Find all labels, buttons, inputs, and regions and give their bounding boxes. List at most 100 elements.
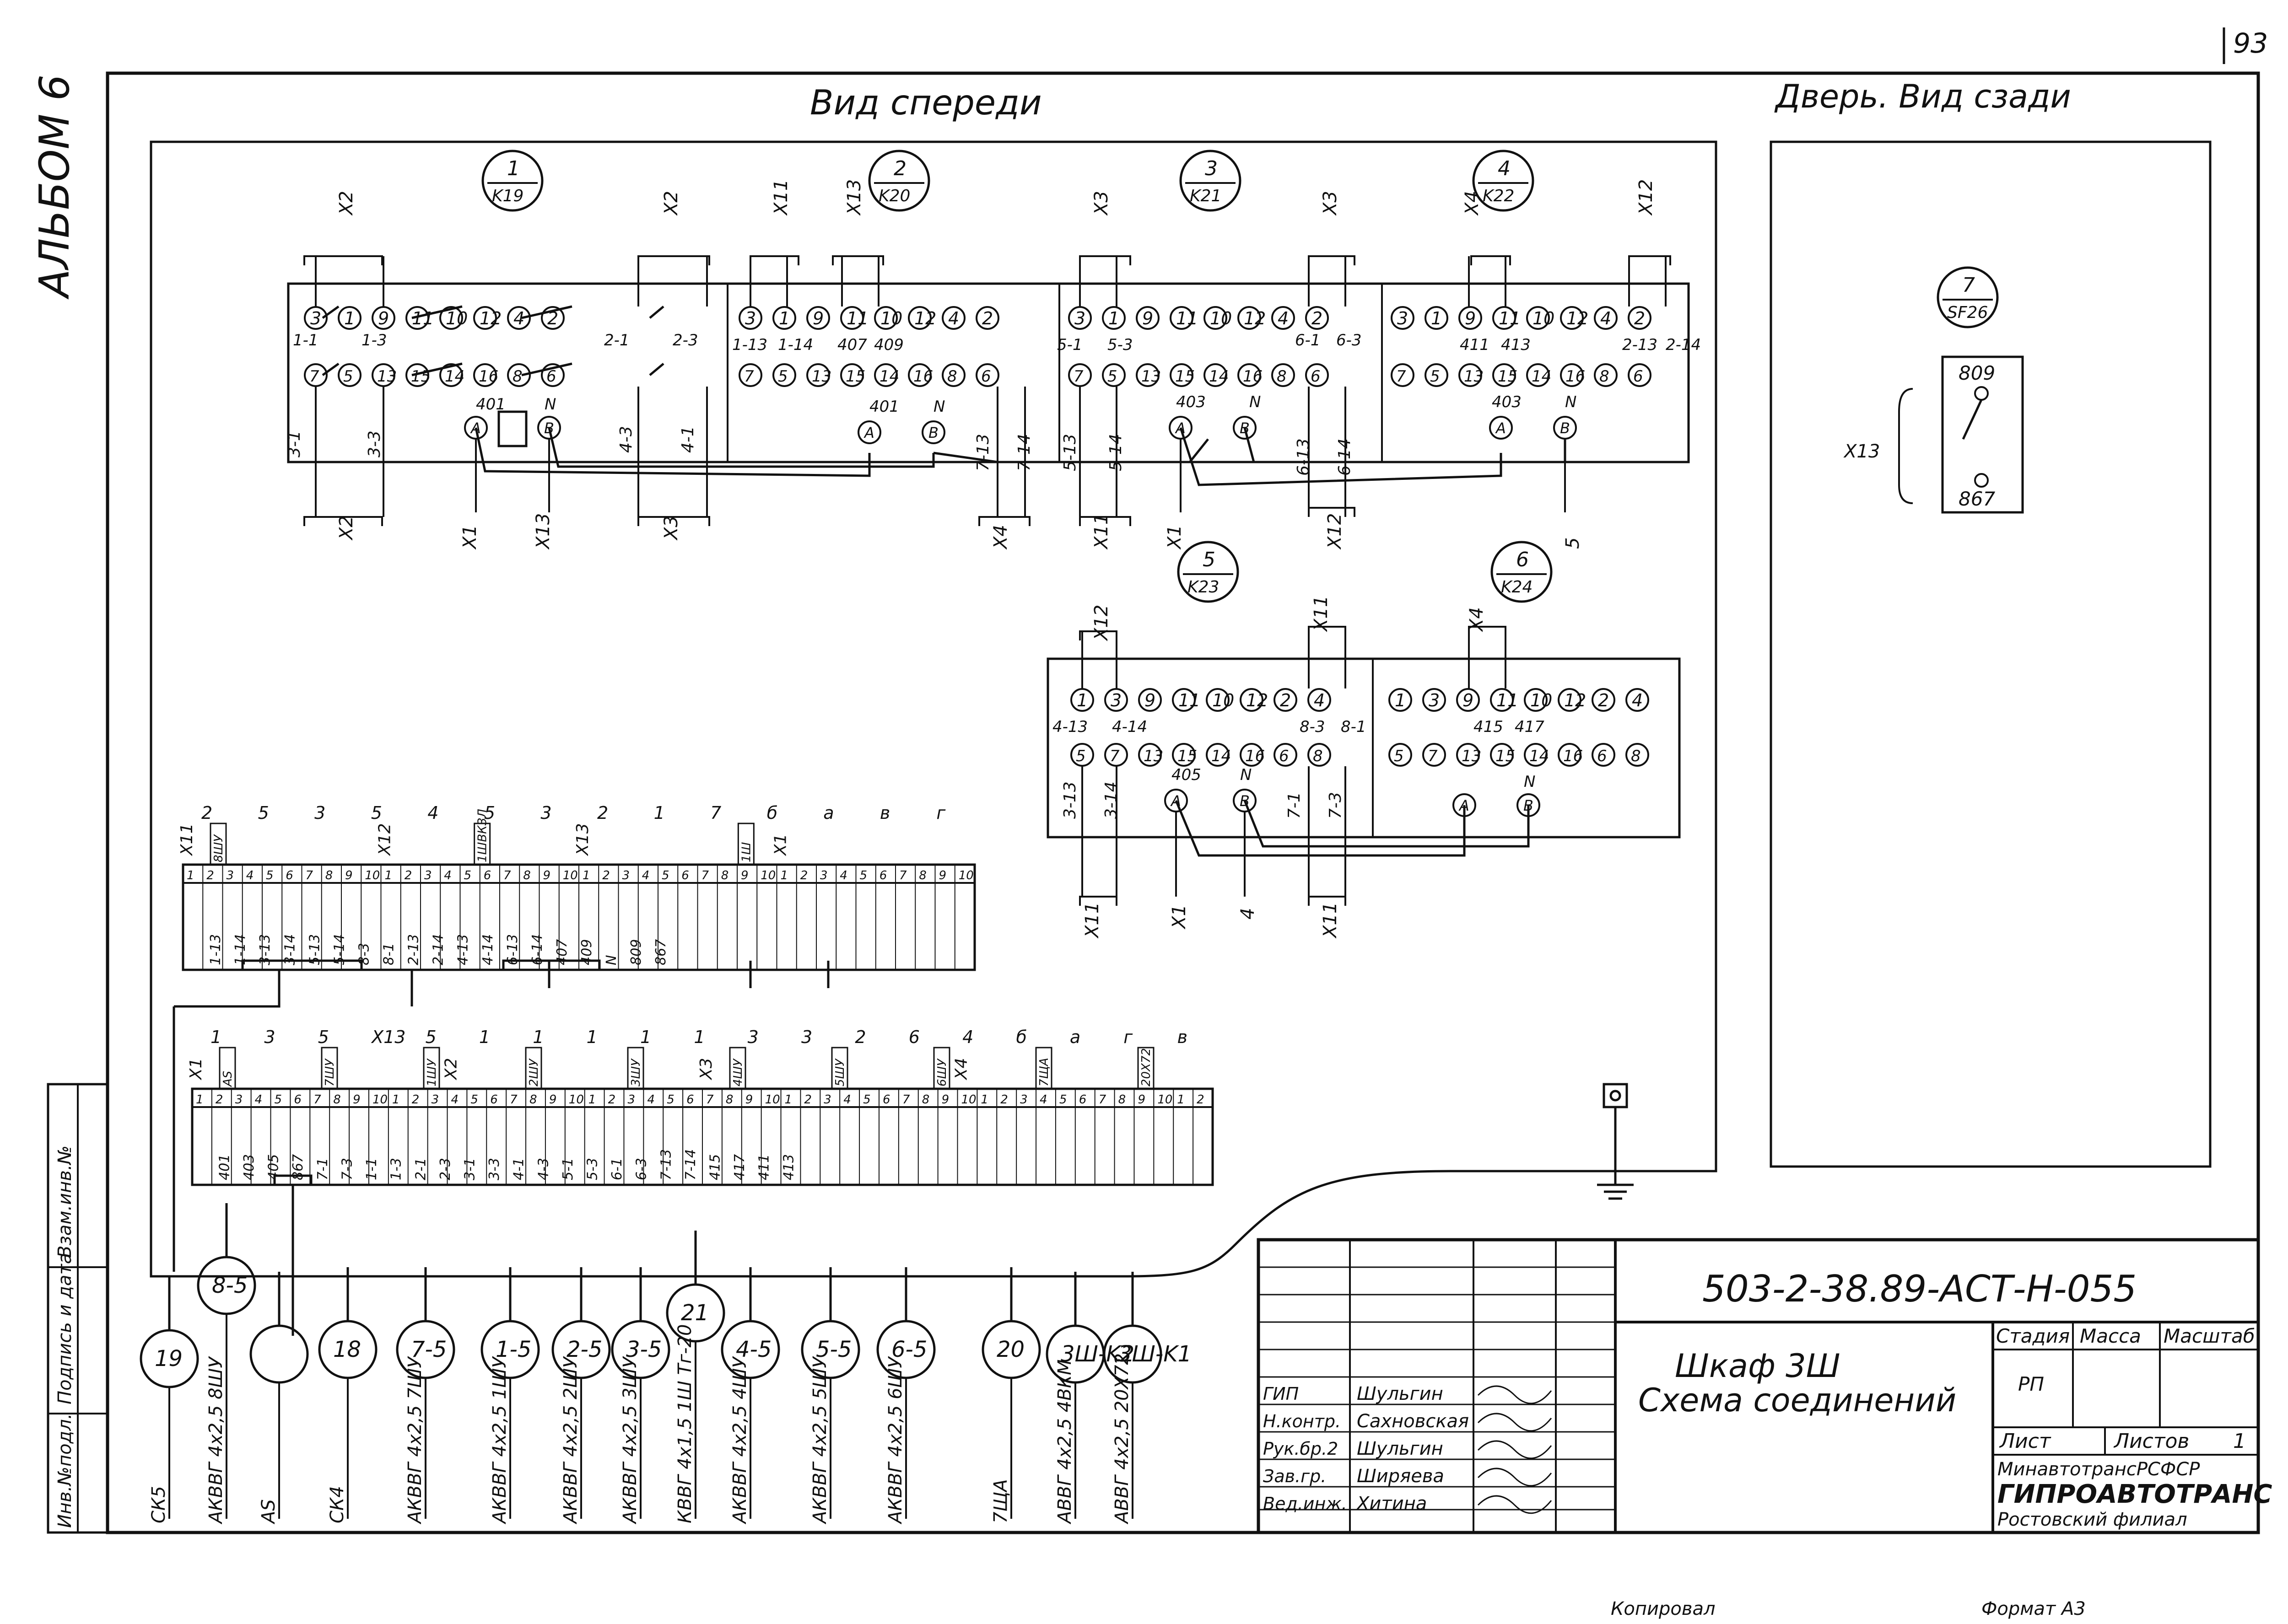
strip-tag-label: 2ШУ [527, 1058, 541, 1086]
strip-cell-number: 4 [451, 1093, 459, 1107]
coil-terminal-bottom [1233, 789, 1257, 812]
strip-cell-number: 3 [227, 869, 234, 882]
terminal-bottom-r1-label: 4 [1314, 690, 1325, 710]
strip-tag-label: 6ШУ [935, 1058, 949, 1086]
cable-label: 7ЩА [990, 1479, 1011, 1523]
strip-cell-number: 5 [667, 1093, 675, 1107]
strip-cable-mark: 1 [694, 1027, 705, 1047]
terminal-top-r2-label: 16 [479, 367, 498, 386]
terminal-top-r2 [1170, 363, 1193, 387]
terminal-top-r1 [874, 306, 898, 330]
terminal-bottom-r1-label: 1 [1395, 690, 1406, 710]
terminal-top-r1-label: 10 [1533, 308, 1554, 328]
strip-cell-number: 6 [286, 869, 293, 882]
terminal-top-r2-label: 5 [1430, 367, 1440, 386]
mass-header: Масса [2080, 1325, 2141, 1347]
strip-cell-number: 6 [1079, 1093, 1087, 1107]
wire-label-bottom: 417 [1515, 718, 1544, 736]
cable-label: АКВВГ 4х2,5 4ШУ [729, 1356, 750, 1525]
bus-label-bottom: X1 [1169, 904, 1190, 930]
terminal-top-r2-label: 15 [411, 367, 431, 386]
wire-label-bottom: N [1240, 766, 1252, 784]
strip-cable-mark: 3 [314, 803, 325, 823]
strip-wire-label: 413 [781, 1154, 797, 1180]
coil-terminal [1169, 416, 1193, 440]
strip-cell-number: 2 [216, 1093, 223, 1107]
strip-cell-number: 6 [686, 1093, 694, 1107]
cable-label: АКВВГ 4х2,5 2ШУ [560, 1356, 581, 1525]
strip-cable-mark: 3 [748, 1027, 759, 1047]
terminal-top-r2-label: 16 [1243, 367, 1263, 386]
terminal-bottom-r2 [1070, 743, 1094, 767]
strip-cell-number: 4 [642, 869, 650, 882]
strip-cable-mark: б [1016, 1027, 1027, 1047]
footer-format: Формат А3 [1981, 1598, 2086, 1619]
terminal-top-r2 [1560, 363, 1584, 387]
bus-label-top: X4 [990, 525, 1011, 550]
strip-cell-number: 3 [622, 869, 630, 882]
strip-wire-label: 4-3 [535, 1158, 551, 1180]
relay-circle [1937, 266, 1999, 328]
terminal-top-r1 [1170, 306, 1193, 330]
terminal-top-r1 [541, 306, 565, 330]
wire-label-top: 407 [837, 336, 867, 354]
terminal-top-r2 [372, 363, 395, 387]
bus-label-top: X12 [1324, 513, 1345, 550]
strip-cable-mark: 1 [479, 1027, 490, 1047]
strip-tag-box [831, 1047, 848, 1090]
strip-cell-number: 9 [942, 1093, 950, 1107]
contact-slash [411, 305, 463, 319]
terminal-top-r2 [806, 363, 830, 387]
cable-bundles [173, 959, 830, 1336]
terminal-top-r1-label: 3 [745, 308, 756, 328]
terminal-top-r2-label: 8 [1277, 367, 1287, 386]
sheets-value: 1 [2233, 1430, 2246, 1453]
terminal-top-r1 [1526, 306, 1550, 330]
strip-cell-number: 9 [543, 869, 551, 882]
terminal-top-r1-label: 3 [1397, 308, 1408, 328]
terminal-top-r1 [1425, 306, 1448, 330]
strip-wire-label: 401 [216, 1154, 232, 1180]
terminal-top-r1 [1560, 306, 1584, 330]
terminal-top-r2 [473, 363, 497, 387]
terminal-top-r1 [1136, 306, 1160, 330]
scale-header: Масштаб [2164, 1325, 2255, 1347]
terminal-top-r1-label: 10 [1210, 308, 1232, 328]
coil-wiring-bottom [1175, 800, 1530, 857]
cable-label: АВВГ 4х2,5 20Х72 [1112, 1353, 1133, 1525]
terminal-top-r1 [405, 306, 429, 330]
strip-cell-number: 2 [602, 869, 610, 882]
terminal-bottom-r2-label: 14 [1529, 747, 1549, 765]
terminal-top-r2 [439, 363, 463, 387]
terminal-top-r1-label: 1 [344, 308, 355, 328]
strip-cell-number: 10 [372, 1093, 388, 1107]
cable-id: 1-5 [496, 1337, 531, 1362]
strip-cable-mark: 5 [318, 1027, 329, 1047]
wire-label-top: 2-14 [1666, 336, 1701, 354]
relay-number: 6 [1516, 548, 1529, 571]
relay-ref: SF26 [1947, 303, 1988, 322]
strip-cable-mark: 5 [484, 803, 495, 823]
coil-terminal [1489, 416, 1513, 440]
strip-cell-number: 6 [883, 1093, 890, 1107]
terminal-top-r1 [304, 306, 328, 330]
cable-id: 5-5 [816, 1337, 852, 1362]
strip-group-label: X12 [376, 823, 394, 856]
strip-cell-number: 9 [1138, 1093, 1145, 1107]
relay-number: 1 [507, 157, 520, 180]
terminal-bottom-r2 [1558, 743, 1581, 767]
terminal-bottom-r1-label: 2 [1280, 690, 1291, 710]
strip-group-label: X1 [187, 1058, 205, 1081]
terminal-top-r2-label: 14 [1209, 367, 1229, 386]
strip-wire-label: 2-14 [431, 934, 447, 965]
bus-label-top: X3 [661, 516, 682, 541]
relay-ref: K22 [1483, 187, 1514, 205]
terminal-bottom-r1 [1172, 688, 1196, 712]
bus-bracket [750, 255, 799, 265]
wire-label-bottom-vertical: 7-1 [1285, 792, 1304, 819]
cable-label: АКВВГ 4х2,5 5ШУ [809, 1356, 831, 1525]
strip-wire-label: 3-3 [486, 1158, 502, 1180]
sf26-bottom-wire: 867 [1959, 488, 1995, 510]
terminal-top-r1-label: 3 [1074, 308, 1085, 328]
